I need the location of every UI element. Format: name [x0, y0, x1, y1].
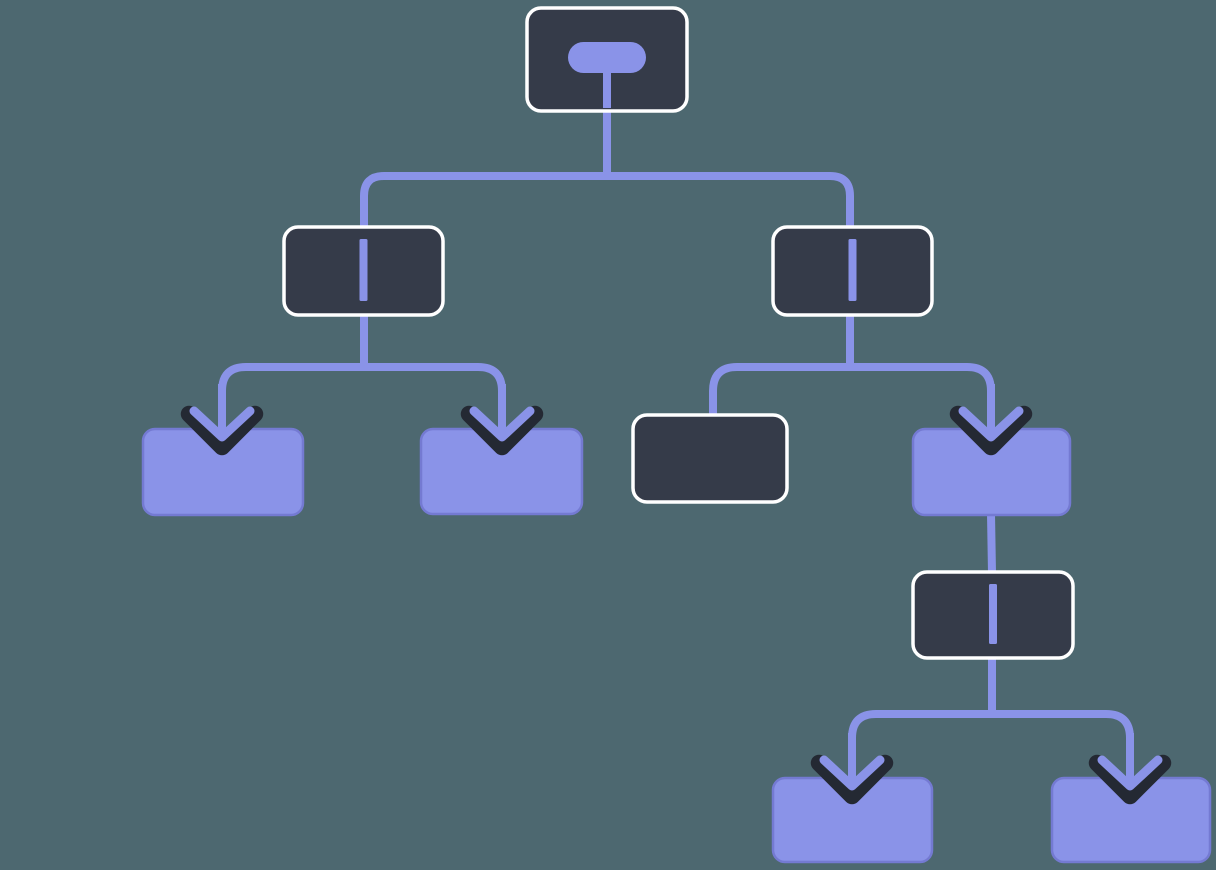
collapsed-branch-line-icon [989, 584, 997, 644]
arrow-leaf-bottom-2-down-icon [1088, 733, 1172, 805]
branch-node-bottom[interactable] [911, 570, 1075, 660]
root-node[interactable] [525, 6, 689, 113]
arrow-leaf-left-2-down-icon [460, 384, 544, 456]
collapsed-branch-line-icon [359, 239, 368, 301]
chevron-shadow-icon [1088, 754, 1172, 805]
connector-line-rail-left-split [218, 363, 506, 437]
arrow-leaf-left-1-down-icon [180, 384, 264, 456]
chevron-shadow-icon [180, 405, 264, 456]
connector-line-stem-leaf-to-branch [987, 513, 996, 574]
chevron-down-icon [1097, 755, 1163, 791]
chevron-down-icon [819, 755, 885, 791]
chevron-down-icon [469, 406, 535, 442]
branch-node-left[interactable] [282, 225, 445, 317]
arrow-leaf-bottom-1-down-icon [810, 733, 894, 805]
chevron-down-icon [958, 406, 1024, 442]
node-body[interactable] [631, 413, 789, 504]
child-node-dark[interactable] [631, 413, 789, 504]
connector-line-rail-bottom-split [848, 710, 1134, 786]
collapsed-branch-line-icon [848, 239, 857, 301]
arrow-leaf-right-down-icon [949, 384, 1033, 456]
connector-line-rail-level-1 [360, 172, 854, 228]
chevron-shadow-icon [949, 405, 1033, 456]
connector-line-rail-right-split [709, 363, 995, 437]
chevron-down-icon [189, 406, 255, 442]
root-pill-stem-icon [603, 71, 611, 108]
chevron-shadow-icon [460, 405, 544, 456]
branch-node-right[interactable] [771, 225, 934, 317]
root-pill-icon [568, 42, 646, 73]
chevron-shadow-icon [810, 754, 894, 805]
